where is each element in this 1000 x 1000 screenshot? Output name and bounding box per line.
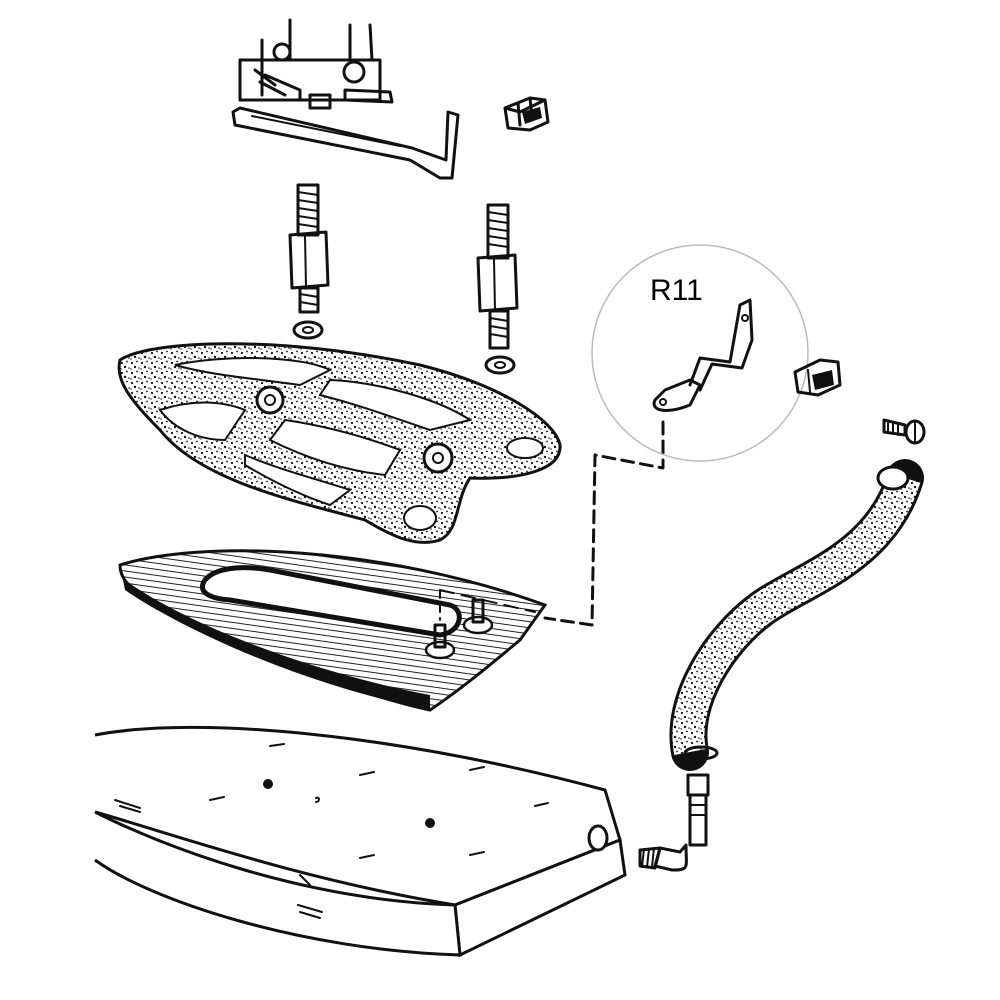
- assembly-guide-lines: [543, 420, 665, 627]
- washer-right: [484, 355, 516, 375]
- terminal-post-right: [462, 598, 494, 635]
- clip: [503, 96, 550, 132]
- iron-base: [94, 725, 627, 958]
- callout-label: R11: [650, 274, 703, 307]
- threaded-standoff-right: [476, 203, 519, 350]
- threaded-standoff-left: [288, 183, 330, 314]
- clip-small: [793, 358, 842, 397]
- heating-element-frame: [117, 342, 562, 544]
- flexible-hose: [669, 459, 924, 771]
- terminal-bracket-r11: [652, 298, 754, 412]
- elbow-fitting: [638, 773, 710, 872]
- terminal-post-left: [424, 623, 456, 660]
- detail-callout: R11: [591, 244, 809, 462]
- screw: [882, 418, 926, 445]
- washer-left: [292, 320, 324, 340]
- thermostat-bracket-assembly: [231, 18, 460, 180]
- soleplate-cover: [118, 549, 548, 712]
